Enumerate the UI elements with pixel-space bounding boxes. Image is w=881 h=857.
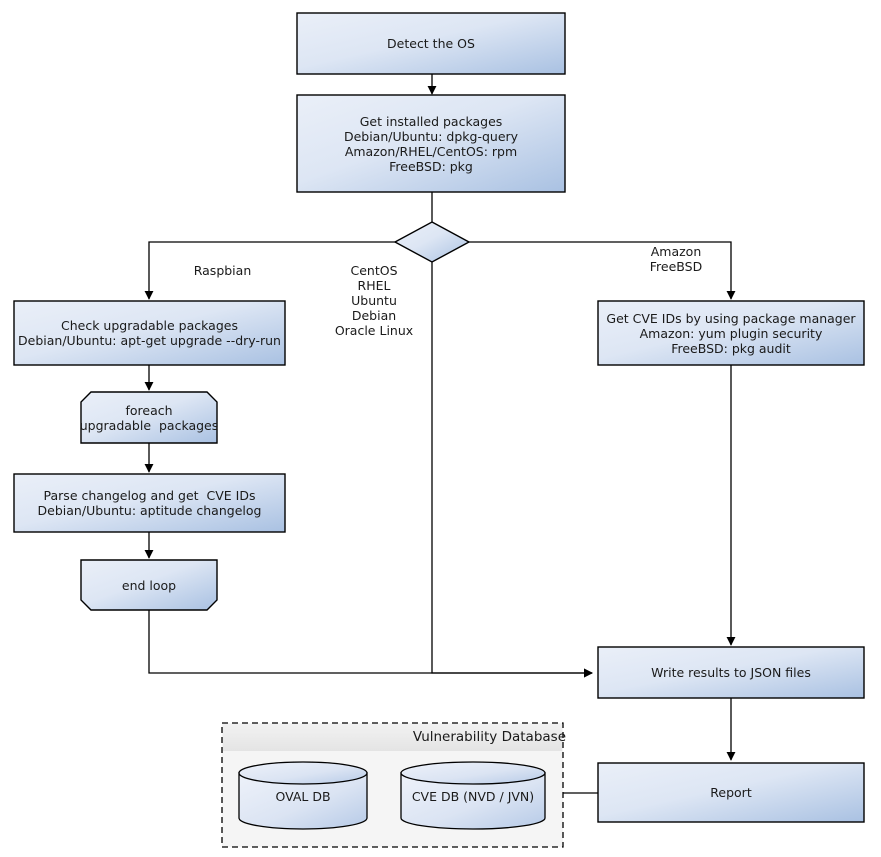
edge-label-raspbian: Raspbian <box>155 263 290 278</box>
node-oval-db[interactable] <box>238 761 368 830</box>
node-os-decision[interactable] <box>393 221 471 263</box>
node-end-loop[interactable] <box>80 559 218 611</box>
node-get-cve-ids-package-manager[interactable] <box>597 300 865 366</box>
label-lines: Raspbian <box>155 263 290 278</box>
label-line: Oracle Linux <box>334 323 414 338</box>
edge-decision-to-get-cve-ids <box>468 241 736 300</box>
label-line: Ubuntu <box>351 293 397 308</box>
node-get-installed-packages[interactable] <box>296 94 566 193</box>
edge-decision-to-check-upgradable <box>144 241 398 300</box>
node-cve-db[interactable] <box>400 761 546 830</box>
node-detect-os[interactable] <box>296 12 566 75</box>
edge-endloop-to-write-results <box>148 610 593 678</box>
cve-db-top <box>400 761 546 785</box>
node-check-upgradable-packages[interactable] <box>13 300 286 366</box>
node-write-results-json[interactable] <box>597 646 865 699</box>
vulnerability-database-title: Vulnerability Database <box>412 729 566 745</box>
group-header-band <box>223 724 562 751</box>
edge-decision-center-to-write-results <box>431 262 593 678</box>
node-report[interactable] <box>597 762 865 823</box>
label-line: Raspbian <box>193 263 252 278</box>
label-line: FreeBSD <box>649 259 703 274</box>
node-foreach-loop-start[interactable] <box>80 391 218 444</box>
cve-db-body <box>400 772 546 830</box>
node-parse-changelog[interactable] <box>13 473 286 533</box>
oval-db-body <box>238 772 368 830</box>
label-line: Amazon <box>650 244 702 259</box>
label-line: Debian <box>351 308 397 323</box>
label-line: CentOS <box>350 263 398 278</box>
label-line: RHEL <box>357 278 391 293</box>
oval-db-top <box>238 761 368 785</box>
